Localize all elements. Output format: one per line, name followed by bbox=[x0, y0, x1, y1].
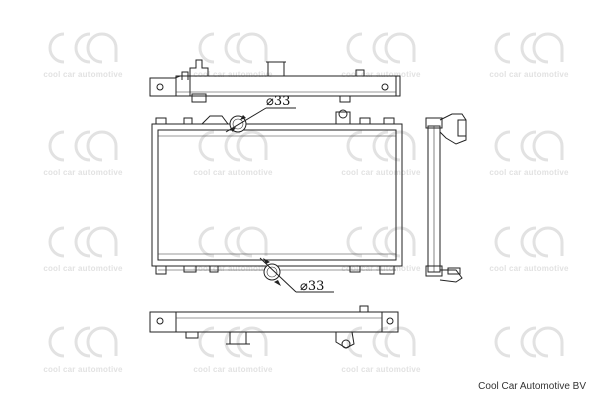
watermark-logo bbox=[486, 322, 572, 362]
watermark-tagline: cool car automotive bbox=[43, 264, 123, 273]
watermark-tagline: cool car automotive bbox=[341, 168, 421, 177]
watermark-logo bbox=[40, 28, 126, 68]
outlet-diameter-label: ⌀33 bbox=[300, 279, 325, 294]
watermark-tagline: cool car automotive bbox=[43, 168, 123, 177]
watermark-logo bbox=[190, 222, 276, 262]
watermark-tagline: cool car automotive bbox=[341, 264, 421, 273]
watermark-tagline: cool car automotive bbox=[193, 70, 273, 79]
watermark-logo bbox=[190, 126, 276, 166]
watermark-logo bbox=[40, 222, 126, 262]
watermark-tagline: cool car automotive bbox=[43, 365, 123, 374]
watermark-logo bbox=[486, 222, 572, 262]
watermark-tagline: cool car automotive bbox=[193, 264, 273, 273]
watermark-tagline: cool car automotive bbox=[489, 168, 569, 177]
company-name: Cool Car Automotive BV bbox=[478, 381, 586, 392]
watermark-tagline: cool car automotive bbox=[341, 70, 421, 79]
watermark-logo bbox=[40, 322, 126, 362]
inlet-diameter-label: ⌀33 bbox=[266, 94, 291, 109]
dimension-leaders bbox=[225, 107, 334, 293]
watermark-logo bbox=[338, 28, 424, 68]
watermark-tagline: cool car automotive bbox=[193, 365, 273, 374]
radiator-top-view bbox=[149, 59, 401, 103]
watermark-logo bbox=[338, 222, 424, 262]
watermark-logo bbox=[190, 28, 276, 68]
watermark-tagline: cool car automotive bbox=[489, 70, 569, 79]
watermark-logo bbox=[338, 126, 424, 166]
radiator-side-view bbox=[425, 113, 467, 283]
watermark-tagline: cool car automotive bbox=[489, 264, 569, 273]
watermark-tagline: cool car automotive bbox=[341, 365, 421, 374]
watermark-tagline: cool car automotive bbox=[43, 70, 123, 79]
watermark-logo bbox=[40, 126, 126, 166]
watermark-logo bbox=[486, 126, 572, 166]
watermark-logo bbox=[486, 28, 572, 68]
watermark-logo bbox=[338, 322, 424, 362]
radiator-front-view bbox=[151, 109, 403, 281]
watermark-tagline: cool car automotive bbox=[193, 168, 273, 177]
watermark-logo bbox=[190, 322, 276, 362]
radiator-bottom-view bbox=[149, 305, 399, 349]
